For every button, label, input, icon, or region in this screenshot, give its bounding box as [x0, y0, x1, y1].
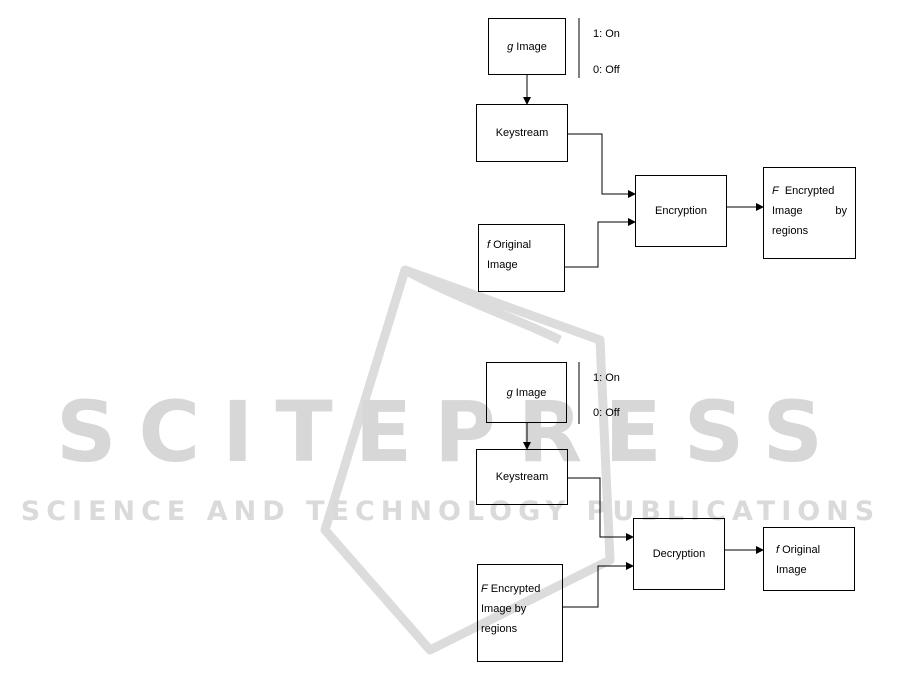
arrow-keystream-encryption: [568, 134, 635, 194]
encrypted-label-regions: regions: [772, 221, 847, 241]
original-output-box: f Original Image: [763, 527, 855, 591]
encrypted-input-box: F Encrypted Image by regions: [477, 564, 563, 662]
arrow-original-encryption: [565, 222, 635, 267]
g-image-label: Image: [513, 387, 547, 399]
encrypted-label-image: Image: [772, 201, 803, 221]
keystream-label: Keystream: [496, 123, 549, 143]
encrypted-label: Encrypted: [779, 181, 835, 201]
encrypted-label-by: by: [835, 201, 847, 221]
decryption-label: Decryption: [653, 544, 706, 564]
encrypted-input-line2: Image by: [481, 599, 562, 619]
F-variable: F: [481, 583, 488, 595]
switch-on-label-bottom: 1: On: [593, 371, 620, 385]
encrypted-output-box: F Encrypted Image by regions: [763, 167, 856, 259]
encryption-label: Encryption: [655, 201, 707, 221]
original-image-box: f Original Image: [478, 224, 565, 292]
g-image-label: Image: [513, 41, 547, 53]
encryption-box: Encryption: [635, 175, 727, 247]
switch-off-label-top: 0: Off: [593, 63, 620, 77]
arrow-encrypted-decryption: [563, 566, 633, 607]
original-output-line2: Image: [776, 560, 854, 580]
decryption-box: Decryption: [633, 518, 725, 590]
keystream-box-top: Keystream: [476, 104, 568, 162]
switch-on-label-top: 1: On: [593, 27, 620, 41]
g-image-box-bottom: g Image: [486, 362, 567, 423]
keystream-box-bottom: Keystream: [476, 449, 568, 505]
F-variable: F: [772, 181, 779, 201]
encrypted-input-label: Encrypted: [488, 583, 541, 595]
arrow-keystream-decryption: [568, 478, 633, 537]
switch-off-label-bottom: 0: Off: [593, 406, 620, 420]
encrypted-input-line3: regions: [481, 619, 562, 639]
original-output-label: Original: [779, 544, 820, 556]
original-label-line2: Image: [487, 255, 564, 275]
g-image-box-top: g Image: [488, 18, 566, 75]
keystream-label: Keystream: [496, 467, 549, 487]
original-label: Original: [490, 239, 531, 251]
